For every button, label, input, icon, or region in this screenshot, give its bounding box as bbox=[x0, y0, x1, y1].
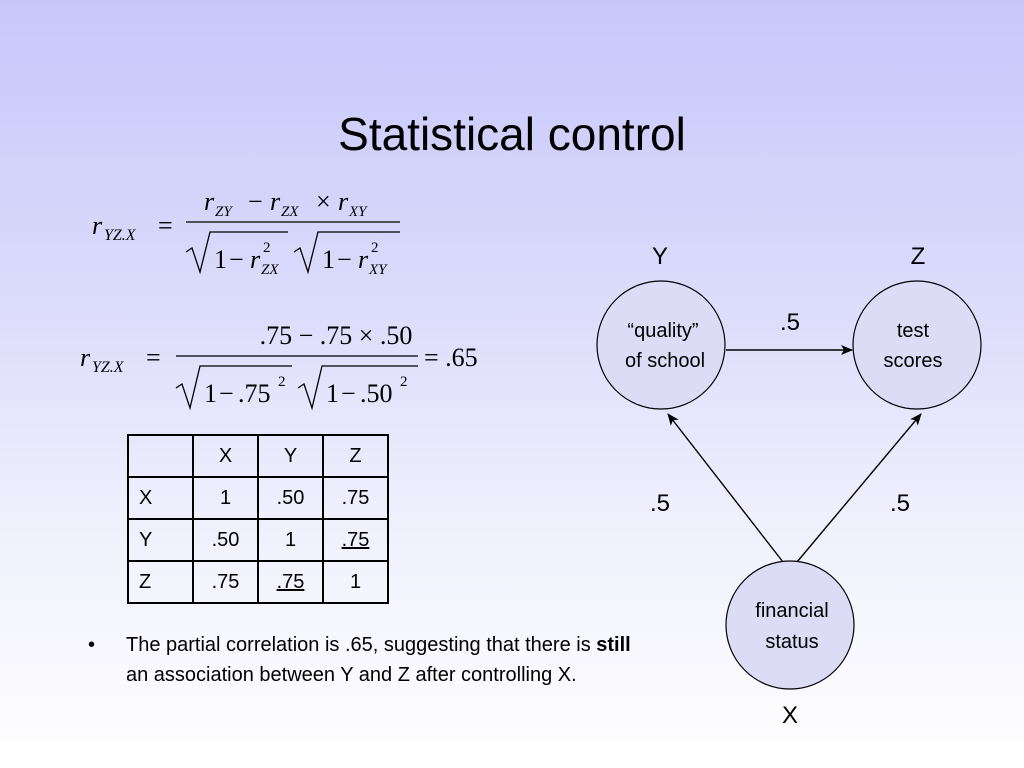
node-financial-status bbox=[725, 560, 855, 690]
table-cell: .50 bbox=[257, 476, 324, 520]
edge-x-to-y bbox=[667, 413, 784, 563]
sqrt-sign-2 bbox=[293, 231, 400, 275]
sqrt-sign-1 bbox=[185, 231, 288, 275]
numeric-den-one2: 1 bbox=[326, 379, 339, 408]
table-header-cell: Y bbox=[257, 434, 324, 478]
formula-num-r3: r bbox=[338, 187, 349, 216]
partial-correlation-formula: r YZ.X = r ZY − r ZX × r XY 1 − r ZX 2 1… bbox=[92, 187, 400, 278]
numeric-numerator: .75 − .75 × .50 bbox=[260, 321, 413, 350]
numeric-lhs-var: r bbox=[80, 343, 91, 372]
slide-title: Statistical control bbox=[338, 108, 686, 160]
table-cell: .50 bbox=[192, 518, 259, 562]
formula-minus: − bbox=[248, 187, 263, 216]
correlation-table: X Y Z X 1 .50 .75 Y .50 1 .75 Z .75 .75 … bbox=[127, 434, 389, 604]
table-cell: .75 bbox=[322, 476, 389, 520]
numeric-den-one1: 1 bbox=[204, 379, 217, 408]
table-cell: .75 bbox=[192, 560, 259, 604]
bullet-marker: • bbox=[88, 634, 96, 656]
table-header-cell: Z bbox=[322, 434, 389, 478]
bullet-text: The partial correlation is .65, suggesti… bbox=[126, 630, 646, 690]
numeric-den-minus1: − bbox=[219, 379, 234, 408]
numeric-sqrt-1 bbox=[175, 365, 292, 411]
node-quality-of-school bbox=[596, 280, 726, 410]
table-header-cell bbox=[127, 434, 194, 478]
formula-den-sub2: XY bbox=[368, 262, 388, 278]
formula-den-one2: 1 bbox=[322, 245, 335, 274]
underlined-value: .75 bbox=[276, 570, 305, 593]
node-z-label-line1: test bbox=[897, 320, 930, 342]
underlined-value: .75 bbox=[341, 528, 370, 551]
node-y-letter: Y bbox=[652, 243, 668, 270]
bullet-text-bold: still bbox=[596, 634, 631, 656]
table-row: Z .75 .75 1 bbox=[127, 560, 389, 604]
node-y-label-line2: of school bbox=[625, 350, 705, 372]
formula-den-minus1: − bbox=[229, 245, 244, 274]
bullet-text-end: an association between Y and Z after con… bbox=[126, 664, 577, 686]
table-cell: 1 bbox=[192, 476, 259, 520]
bullet-text-start: The partial correlation is .65, suggesti… bbox=[126, 634, 597, 656]
numeric-equals: = bbox=[146, 343, 161, 372]
numeric-den-exp1: 2 bbox=[278, 374, 286, 390]
node-x-label-line2: status bbox=[765, 631, 818, 653]
formula-den-minus2: − bbox=[337, 245, 352, 274]
node-x-letter: X bbox=[782, 702, 798, 729]
numeric-den-b: .50 bbox=[360, 379, 393, 408]
table-cell: 1 bbox=[322, 560, 389, 604]
numeric-sqrt-2 bbox=[297, 365, 418, 411]
formula-den-exp2: 2 bbox=[371, 240, 379, 256]
edge-y-z-weight: .5 bbox=[780, 309, 800, 336]
table-cell-underlined: .75 bbox=[257, 560, 324, 604]
formula-den-exp1: 2 bbox=[263, 240, 271, 256]
formula-den-r2: r bbox=[358, 245, 369, 274]
formula-num-r1: r bbox=[204, 187, 215, 216]
numeric-lhs-sub: YZ.X bbox=[92, 359, 125, 376]
table-row-label: Z bbox=[127, 560, 194, 604]
node-y-label-line1: “quality” bbox=[627, 320, 698, 342]
numeric-den-exp2: 2 bbox=[400, 374, 408, 390]
node-x-label-line1: financial bbox=[755, 600, 828, 622]
table-cell-underlined: .75 bbox=[322, 518, 389, 562]
formula-num-sub1: ZY bbox=[215, 204, 233, 220]
numeric-den-a: .75 bbox=[238, 379, 271, 408]
edge-x-y-weight: .5 bbox=[650, 490, 670, 517]
formula-den-one1: 1 bbox=[214, 245, 227, 274]
edge-x-z-weight: .5 bbox=[890, 490, 910, 517]
node-z-letter: Z bbox=[911, 243, 926, 270]
numeric-den-minus2: − bbox=[341, 379, 356, 408]
table-cell: 1 bbox=[257, 518, 324, 562]
formula-den-r1: r bbox=[250, 245, 261, 274]
table-row-label: Y bbox=[127, 518, 194, 562]
table-row: Y .50 1 .75 bbox=[127, 518, 389, 562]
formula-equals: = bbox=[158, 211, 173, 240]
node-test-scores bbox=[852, 280, 982, 410]
formula-times: × bbox=[316, 187, 331, 216]
formula-lhs-var: r bbox=[92, 211, 103, 240]
numeric-result: = .65 bbox=[424, 343, 478, 372]
formula-num-sub2: ZX bbox=[281, 204, 299, 220]
formula-lhs-sub: YZ.X bbox=[104, 227, 137, 244]
table-header-cell: X bbox=[192, 434, 259, 478]
formula-num-sub3: XY bbox=[348, 204, 368, 220]
formula-den-sub1: ZX bbox=[261, 262, 279, 278]
numeric-formula: r YZ.X = .75 − .75 × .50 1 − .75 2 1 − .… bbox=[80, 321, 478, 411]
table-header-row: X Y Z bbox=[127, 434, 389, 478]
edge-x-to-z bbox=[796, 413, 922, 563]
node-z-label-line2: scores bbox=[884, 350, 943, 372]
table-row: X 1 .50 .75 bbox=[127, 476, 389, 520]
table-row-label: X bbox=[127, 476, 194, 520]
formula-num-r2: r bbox=[270, 187, 281, 216]
